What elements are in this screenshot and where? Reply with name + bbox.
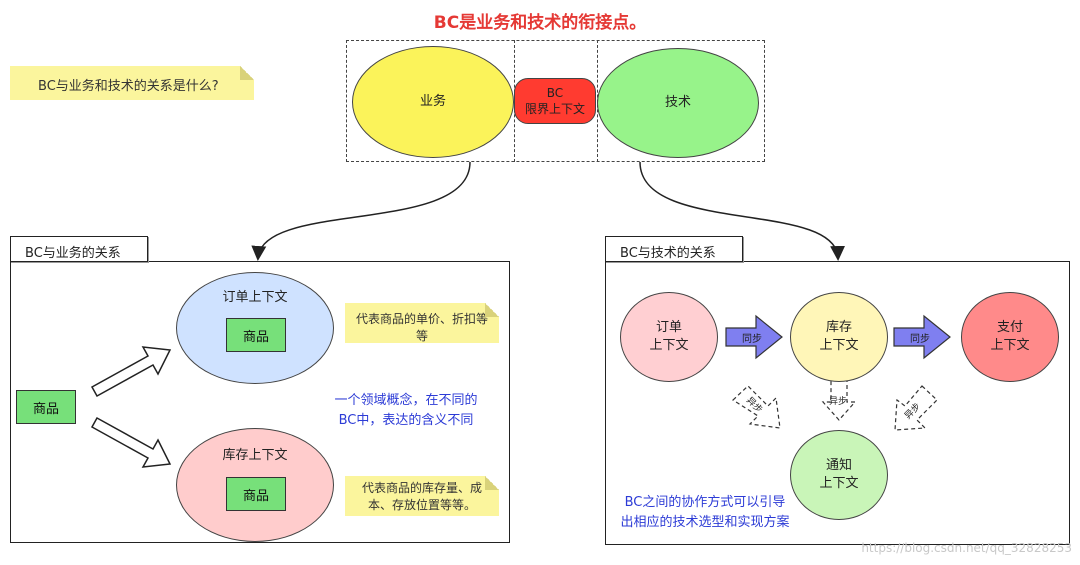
order-note: 代表商品的单价、折扣等等 <box>345 303 499 343</box>
tech-payment-line-2: 上下文 <box>990 338 1030 353</box>
tech-inventory-line-2: 上下文 <box>819 338 859 353</box>
tech-panel-tab: BC与技术的关系 <box>605 236 743 262</box>
tech-panel-title: BC与技术的关系 <box>620 246 716 261</box>
business-panel-title: BC与业务的关系 <box>25 246 121 261</box>
tech-footer-line-1: BC之间的协作方式可以引导 <box>624 495 786 510</box>
watermark: https://blog.csdn.net/qq_32828253 <box>861 541 1072 555</box>
tech-order-line-1: 订单 <box>655 320 682 336</box>
sync-arrow-1 <box>725 314 783 360</box>
up-right-hollow-arrow <box>90 346 172 398</box>
tech-footer-annotation: BC之间的协作方式可以引导 出相应的技术选型和实现方案 <box>610 493 800 532</box>
bc-sub-label: 限界上下文 <box>524 102 585 116</box>
note-fold <box>240 66 254 80</box>
product-box-label: 商品 <box>32 401 59 417</box>
tech-footer-line-2: 出相应的技术选型和实现方案 <box>620 514 790 530</box>
product-box: 商品 <box>16 390 76 424</box>
concept-line-2: BC中，表达的含义不同 <box>338 412 474 428</box>
tech-inventory-line-1: 库存 <box>825 320 852 336</box>
business-panel-tab: BC与业务的关系 <box>10 236 148 262</box>
tech-notify-line-2: 上下文 <box>819 476 859 491</box>
tech-inventory-context: 库存 上下文 <box>790 292 888 382</box>
tech-connector <box>639 161 846 261</box>
business-label: 业务 <box>419 94 446 110</box>
tech-notify-context: 通知 上下文 <box>790 430 888 520</box>
question-text: BC与业务和技术的关系是什么? <box>38 79 219 94</box>
bc-label: BC <box>546 85 564 100</box>
order-product-label: 商品 <box>242 329 269 345</box>
tech-label: 技术 <box>664 95 691 111</box>
async-arrow-2 <box>821 379 857 421</box>
question-note: BC与业务和技术的关系是什么? <box>10 66 254 100</box>
async-arrow-1 <box>732 385 781 429</box>
diagram-title: BC是业务和技术的衔接点。 <box>433 13 647 33</box>
inventory-product-box: 商品 <box>226 477 286 511</box>
sync-label-2: 同步 <box>910 334 930 345</box>
bc-context-box: BC 限界上下文 <box>514 78 596 124</box>
sync-arrow-2 <box>893 314 951 360</box>
tech-order-context: 订单 上下文 <box>620 292 718 382</box>
tech-ellipse: 技术 <box>597 48 759 158</box>
tech-payment-line-1: 支付 <box>996 320 1023 336</box>
inventory-note-text: 代表商品的库存量、成本、存放位置等等。 <box>361 481 482 513</box>
sync-label-1: 同步 <box>742 334 762 345</box>
tech-order-line-2: 上下文 <box>649 338 689 353</box>
order-note-text: 代表商品的单价、折扣等等 <box>355 312 488 344</box>
async-arrow-3 <box>894 385 938 431</box>
inventory-product-label: 商品 <box>242 488 269 504</box>
tech-payment-context: 支付 上下文 <box>961 292 1059 382</box>
order-product-box: 商品 <box>226 318 286 352</box>
business-ellipse: 业务 <box>352 46 514 158</box>
order-note-fold <box>485 303 499 317</box>
concept-line-1: 一个领域概念，在不同的 <box>334 393 478 408</box>
bc-frame <box>346 40 765 162</box>
inventory-note: 代表商品的库存量、成本、存放位置等等。 <box>345 476 499 516</box>
order-context-label: 订单上下文 <box>222 290 288 305</box>
concept-annotation: 一个领域概念，在不同的 BC中，表达的含义不同 <box>326 391 486 430</box>
inventory-context-label: 库存上下文 <box>222 448 288 463</box>
inventory-note-fold <box>485 476 499 490</box>
business-connector <box>251 161 471 261</box>
async-label-2: 异步 <box>829 397 848 407</box>
tech-notify-line-1: 通知 <box>825 458 852 474</box>
down-right-hollow-arrow <box>90 416 172 468</box>
